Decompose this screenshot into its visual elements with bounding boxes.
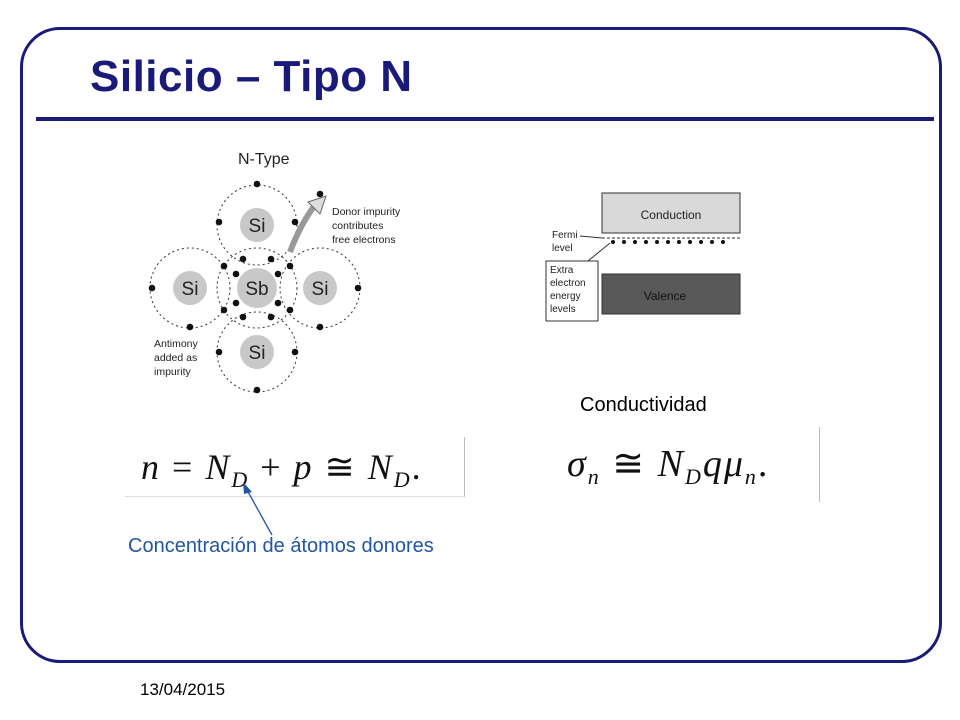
fermi-pointer: [579, 235, 603, 239]
free-electron-arrow: [287, 203, 318, 254]
atom-si-bottom-label: Si: [249, 343, 266, 364]
valence-band: [601, 273, 741, 315]
orbit-center: [216, 247, 298, 329]
fermi-label: Fermi level: [552, 230, 580, 254]
atom-si-top: [240, 208, 274, 242]
extra-levels-label: Extra electron energy levels: [550, 265, 588, 315]
band-diagram: Conduction Fermi level Extra electron en…: [545, 192, 741, 322]
atom-si-bottom: [240, 335, 274, 369]
atom-si-left-label: Si: [182, 279, 199, 300]
donor-concentration-caption: Concentración de átomos donores: [128, 535, 434, 557]
atom-si-right-label: Si: [312, 279, 329, 300]
extra-energy-dots: [611, 240, 725, 244]
slide-date: 13/04/2015: [140, 680, 226, 699]
slide-title: Silicio – Tipo N: [90, 52, 413, 101]
orbit-top: [216, 184, 298, 266]
extra-levels-pointer: [587, 242, 611, 262]
antimony-note: Antimony added as impurity: [154, 338, 201, 378]
free-electron-arrowhead: [307, 195, 327, 215]
conduction-band: [601, 192, 741, 234]
donor-note: Donor impurity contributes free electron…: [332, 206, 403, 246]
n-type-atom-diagram: N-Type Si Si Sb Si Si: [148, 151, 403, 394]
conductivity-label: Conductividad: [580, 394, 707, 416]
title-divider: [36, 117, 934, 121]
atom-sb-label: Sb: [245, 279, 268, 300]
n-type-heading: N-Type: [238, 151, 290, 168]
conduction-label: Conduction: [641, 208, 702, 222]
atom-si-right: [303, 271, 337, 305]
atom-si-left: [173, 271, 207, 305]
slide-frame: [20, 27, 942, 663]
carrier-concentration-formula: n = ND + p ≅ ND.: [125, 437, 465, 497]
atom-si-top-label: Si: [249, 216, 266, 237]
electron-dots: [148, 180, 362, 394]
valence-label: Valence: [644, 289, 687, 303]
conductivity-formula: σn ≅ NDqμn.: [555, 427, 820, 502]
extra-levels-box: [545, 260, 599, 322]
atom-sb-center: [237, 268, 277, 308]
